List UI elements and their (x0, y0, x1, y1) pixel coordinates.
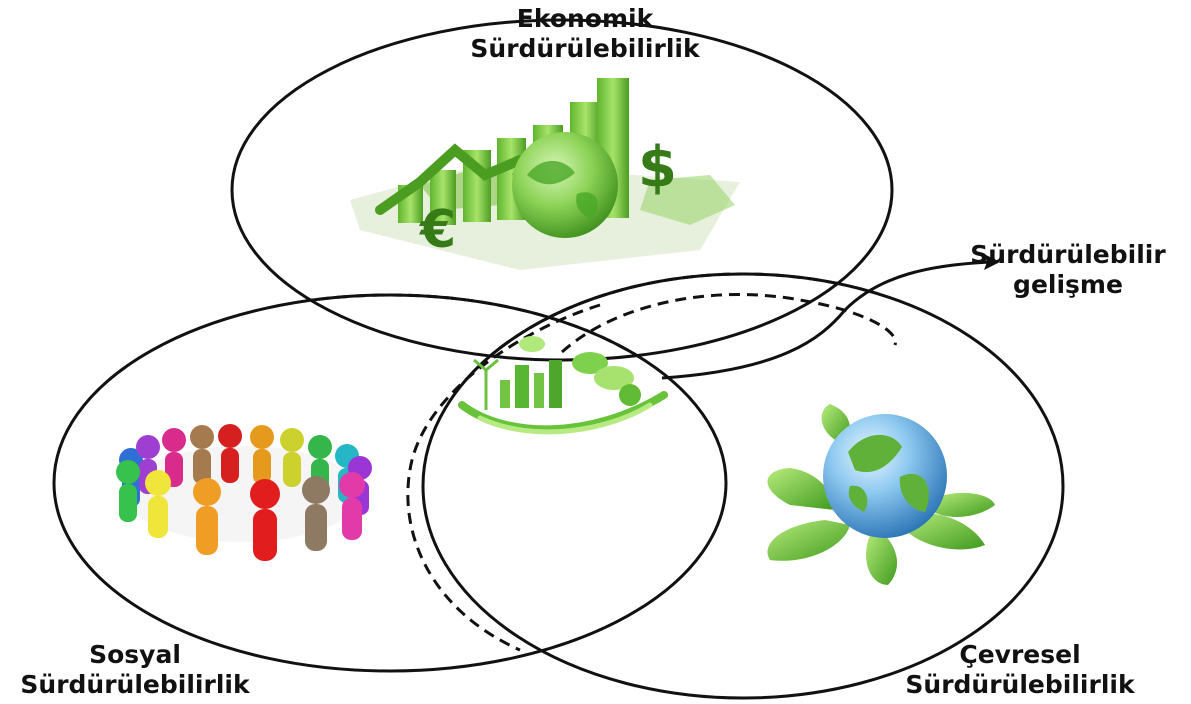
person-icon (190, 425, 214, 484)
economic-sustainability-label: Ekonomik Sürdürülebilirlik (425, 4, 745, 64)
sustainable-label-line-2: gelişme (1013, 270, 1123, 299)
social-label-line-2: Sürdürülebilirlik (20, 670, 250, 699)
person-icon (145, 470, 171, 538)
environmental-circle (421, 272, 1065, 700)
person-icon (250, 425, 274, 484)
svg-text:€: € (419, 200, 456, 260)
people-circle-icon (116, 424, 372, 561)
green-city-icon (458, 336, 668, 435)
social-circle (52, 293, 728, 673)
person-icon (339, 472, 365, 540)
economy-growth-icon: $ € (350, 78, 740, 270)
sustainable-development-label: Sürdürülebilir gelişme (948, 240, 1188, 300)
economic-label-line-1: Ekonomik (516, 4, 654, 33)
social-sustainability-label: Sosyal Sürdürülebilirlik (0, 640, 270, 700)
person-icon (280, 428, 304, 487)
earth-leaves-icon (767, 404, 995, 585)
arrow-head-icon (984, 254, 1000, 270)
economic-label-line-2: Sürdürülebilirlik (470, 34, 700, 63)
person-icon (218, 424, 242, 483)
person-icon (302, 476, 330, 551)
sustainable-development-arrow (661, 260, 991, 380)
person-icon (116, 460, 140, 522)
environmental-label-line-2: Sürdürülebilirlik (905, 670, 1135, 699)
environmental-label-line-1: Çevresel (959, 640, 1081, 669)
person-icon (193, 478, 221, 555)
social-label-line-1: Sosyal (89, 640, 181, 669)
environmental-sustainability-label: Çevresel Sürdürülebilirlik (870, 640, 1170, 700)
person-icon (250, 479, 280, 561)
svg-text:$: $ (638, 135, 677, 200)
sustainable-label-line-1: Sürdürülebilir (970, 240, 1166, 269)
